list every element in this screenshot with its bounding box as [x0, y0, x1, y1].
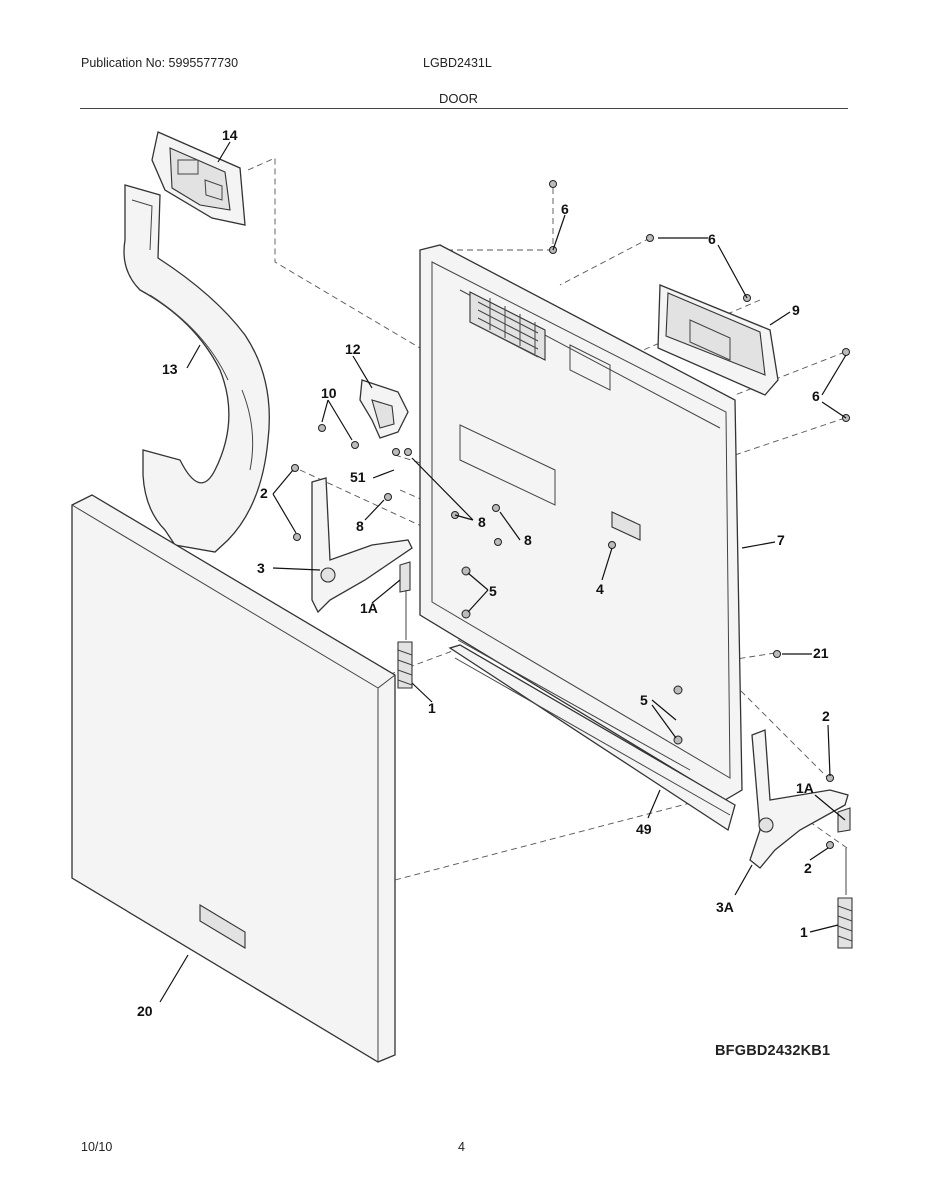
- callout-51: 51: [350, 469, 366, 485]
- callout-20: 20: [137, 1003, 153, 1019]
- callout-1a-left: 1A: [360, 600, 378, 616]
- callout-3a: 3A: [716, 899, 734, 915]
- part-14-vent-housing: [151, 131, 246, 226]
- callout-7: 7: [777, 532, 785, 548]
- header-rule: [80, 108, 848, 109]
- callout-5-left: 5: [489, 583, 497, 599]
- part-3a-right-hinge: [749, 729, 851, 869]
- callout-5-right: 5: [640, 692, 648, 708]
- callout-2-upper-right: 2: [822, 708, 830, 724]
- callout-2-left: 2: [260, 485, 268, 501]
- part-20-outer-door-panel: [71, 494, 396, 1063]
- callout-8-left: 8: [356, 518, 364, 534]
- callout-6-top: 6: [561, 201, 569, 217]
- callout-6-right: 6: [812, 388, 820, 404]
- callout-14: 14: [222, 127, 238, 143]
- part-13-vent-duct: [123, 184, 270, 553]
- callout-1-left: 1: [428, 700, 436, 716]
- callout-8-center: 8: [478, 514, 486, 530]
- part-1-left-spring: [397, 590, 413, 689]
- callout-1a-right: 1A: [796, 780, 814, 796]
- callout-13: 13: [162, 361, 178, 377]
- callout-2-lower-right: 2: [804, 860, 812, 876]
- callout-1-right: 1: [800, 924, 808, 940]
- section-title: DOOR: [439, 91, 478, 106]
- callout-3: 3: [257, 560, 265, 576]
- callout-10: 10: [321, 385, 337, 401]
- callout-4: 4: [596, 581, 604, 597]
- diagram-code: BFGBD2432KB1: [715, 1043, 831, 1059]
- callout-12: 12: [345, 341, 361, 357]
- callout-21: 21: [813, 645, 829, 661]
- model-number: LGBD2431L: [423, 56, 492, 70]
- publication-date: 10/10: [81, 1140, 113, 1154]
- callout-6-upper-right: 6: [708, 231, 716, 247]
- part-3-left-hinge: [311, 477, 413, 614]
- callout-8-right: 8: [524, 532, 532, 548]
- part-9-control-panel: [657, 284, 779, 396]
- part-49-bottom-trim: [448, 644, 736, 832]
- callout-9: 9: [792, 302, 800, 318]
- page-number: 4: [458, 1140, 465, 1154]
- part-7-inner-door: [419, 244, 743, 801]
- callout-49: 49: [636, 821, 652, 837]
- publication-number: Publication No: 5995577730: [81, 56, 239, 70]
- part-1-right-spring: [837, 848, 853, 949]
- part-12-door-latch: [359, 379, 409, 439]
- callout-labels: 14 13 12 10 51 2 8 8 8 3 1A 1 6 6 9 6 7 …: [137, 127, 830, 1019]
- callout-leader-lines: [159, 141, 847, 1003]
